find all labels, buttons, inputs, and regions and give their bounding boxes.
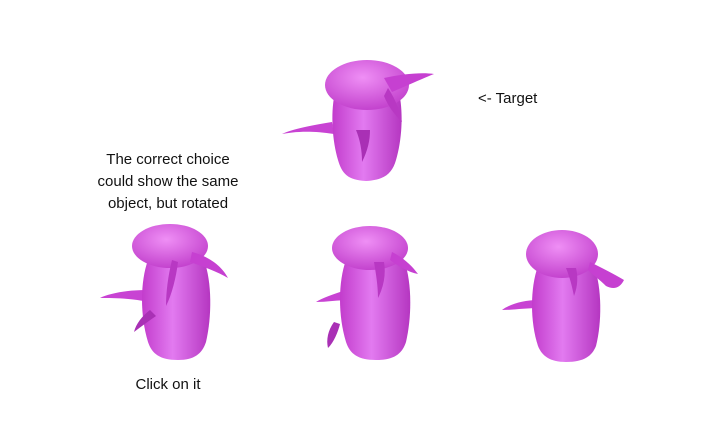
choice-object-2[interactable] — [304, 218, 454, 368]
instruction-line: The correct choice — [106, 151, 230, 168]
instruction-line: could show the same — [97, 173, 239, 190]
choice-object-1[interactable] — [90, 216, 240, 366]
target-label: <- Target — [478, 90, 538, 107]
instruction-line: object, but rotated — [107, 195, 229, 212]
click-prompt: Click on it — [135, 376, 201, 393]
target-object — [262, 30, 452, 190]
instruction-text: The correct choice could show the same o… — [80, 149, 256, 215]
choice-object-3[interactable] — [492, 222, 642, 372]
